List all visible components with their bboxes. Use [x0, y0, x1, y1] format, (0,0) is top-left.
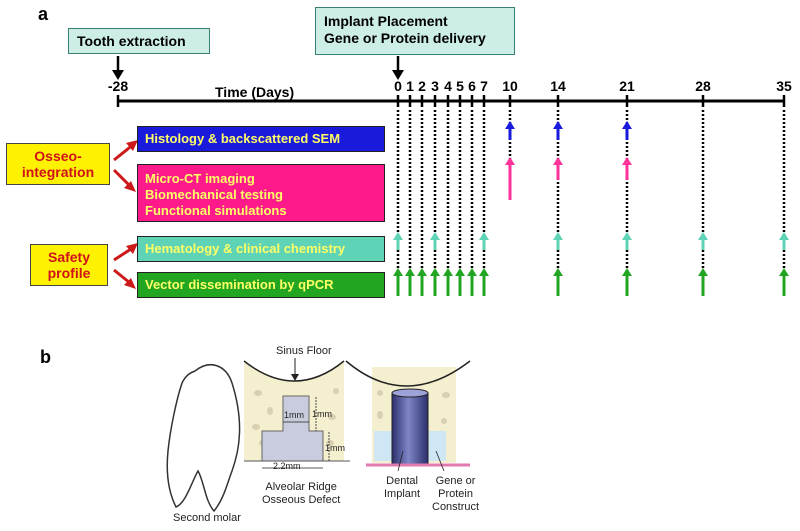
dim-width-1mm: 1mm [284, 410, 304, 420]
tick-label-day-21: 21 [619, 78, 635, 94]
arrow-histology-day-10 [505, 121, 515, 140]
axis-title: Time (Days) [215, 84, 295, 100]
alveolar-line2: Osseous Defect [262, 494, 341, 506]
osseointegration-box: Osseo- integration [6, 143, 110, 185]
safety-red-arrows [113, 243, 138, 289]
arrow-microct-day-21 [622, 157, 632, 180]
dotted-lines [396, 110, 786, 298]
assay-vector-label: Vector dissemination by qPCR [145, 277, 334, 292]
arrow-histology-day-21 [622, 121, 632, 140]
dental-schematic [166, 358, 471, 513]
assay-microct-line1: Micro-CT imaging [145, 171, 255, 186]
assay-vector: Vector dissemination by qPCR [137, 272, 385, 298]
alveolar-ridge-label: Alveolar Ridge Osseous Defect [262, 481, 340, 507]
arrow-microct-day-14 [553, 157, 563, 180]
tick-label-day-14: 14 [550, 78, 566, 94]
panel-b-label: b [40, 347, 51, 367]
axis-ticks [116, 95, 786, 107]
tick-label-day-5: 5 [456, 78, 464, 94]
arrow-vector-day-2 [417, 268, 427, 296]
assay-hematology-label: Hematology & clinical chemistry [145, 241, 346, 256]
osseo-line2: integration [21, 164, 95, 180]
dim-2-2mm: 2.2mm [273, 461, 301, 471]
safety-line2: profile [47, 265, 91, 281]
dental-implant-line1: Dental [386, 475, 418, 487]
arrow-microct-day-10 [505, 157, 515, 200]
tooth-extraction-box: Tooth extraction [68, 28, 210, 54]
arrow-vector-day-14 [553, 268, 563, 296]
sinus-floor-label: Sinus Floor [276, 345, 332, 357]
dim-height-bottom-1mm: 1mm [325, 443, 345, 453]
assay-microct-line2: Biomechanical testing [145, 187, 283, 202]
tick-label-day-0: 0 [394, 78, 402, 94]
dental-implant-line2: Implant [384, 488, 421, 500]
assay-histology-label: Histology & backscattered SEM [145, 131, 341, 146]
assay-microct: Micro-CT imaging Biomechanical testing F… [137, 164, 385, 222]
arrow-vector-day-28 [698, 268, 708, 296]
arrow-vector-day-7 [479, 268, 489, 296]
dental-implant-label: Dental Implant [384, 475, 420, 501]
safety-profile-box: Safety profile [30, 244, 108, 286]
arrow-hematology-day-28 [698, 232, 708, 250]
arrow-vector-day-21 [622, 268, 632, 296]
arrow-hematology-day-7 [479, 232, 489, 250]
osseo-red-arrows [112, 140, 138, 192]
arrow-hematology-day-21 [622, 232, 632, 250]
safety-line1: Safety [47, 249, 91, 265]
implant-placement-line1: Implant Placement [324, 13, 448, 29]
implant-placement-box: Implant Placement Gene or Protein delive… [315, 7, 515, 55]
tick-label-day-1: 1 [406, 78, 414, 94]
tick-label-day-6: 6 [468, 78, 476, 94]
tick-label-day-28: 28 [695, 78, 711, 94]
arrow-histology-day-14 [553, 121, 563, 140]
gene-line2: Protein [438, 488, 473, 500]
implant-arrow-head [392, 70, 404, 80]
gene-construct-left [374, 431, 392, 461]
assay-hematology: Hematology & clinical chemistry [137, 236, 385, 262]
extraction-arrow-head [112, 70, 124, 80]
implant-placement-line2: Gene or Protein delivery [324, 30, 486, 46]
arrow-vector-day-4 [443, 268, 453, 296]
tick-label-day-3: 3 [431, 78, 439, 94]
gene-construct-label: Gene or Protein Construct [432, 475, 479, 514]
dim-height-top-1mm: 1mm [312, 409, 332, 419]
arrow-hematology-day-35 [779, 232, 789, 250]
sinus-curve-right [345, 360, 471, 387]
sampling-arrows [393, 121, 789, 296]
gene-construct-right [428, 431, 446, 461]
tooth-extraction-label: Tooth extraction [77, 33, 186, 49]
alveolar-line1: Alveolar Ridge [265, 481, 337, 493]
assay-microct-line3: Functional simulations [145, 203, 287, 218]
assay-histology: Histology & backscattered SEM [137, 126, 385, 152]
bone-texture-right [377, 390, 450, 424]
arrow-hematology-day-3 [430, 232, 440, 250]
osseo-line1: Osseo- [34, 148, 82, 164]
arrow-vector-day-6 [467, 268, 477, 296]
gene-line3: Construct [432, 501, 480, 513]
arrow-hematology-day-0 [393, 232, 403, 250]
arrow-vector-day-35 [779, 268, 789, 296]
bone-texture-left [252, 388, 339, 446]
implant-cylinder [391, 392, 429, 466]
tick-label-day-2: 2 [418, 78, 426, 94]
tick-label-day-7: 7 [480, 78, 488, 94]
tick-label-start: -28 [107, 78, 129, 94]
arrow-vector-day-5 [455, 268, 465, 296]
arrow-vector-day-3 [430, 268, 440, 296]
timeline-graphic [112, 56, 789, 298]
tick-label-day-4: 4 [444, 78, 452, 94]
sinus-curve-left [243, 360, 345, 382]
arrow-vector-day-1 [405, 268, 415, 296]
tick-label-day-10: 10 [502, 78, 518, 94]
second-molar-label: Second molar [173, 512, 241, 524]
panel-a-label: a [38, 4, 49, 24]
gene-line1: Gene or [435, 475, 476, 487]
arrow-hematology-day-14 [553, 232, 563, 250]
arrow-vector-day-0 [393, 268, 403, 296]
tick-label-day-35: 35 [776, 78, 792, 94]
second-molar-outline [166, 364, 241, 513]
